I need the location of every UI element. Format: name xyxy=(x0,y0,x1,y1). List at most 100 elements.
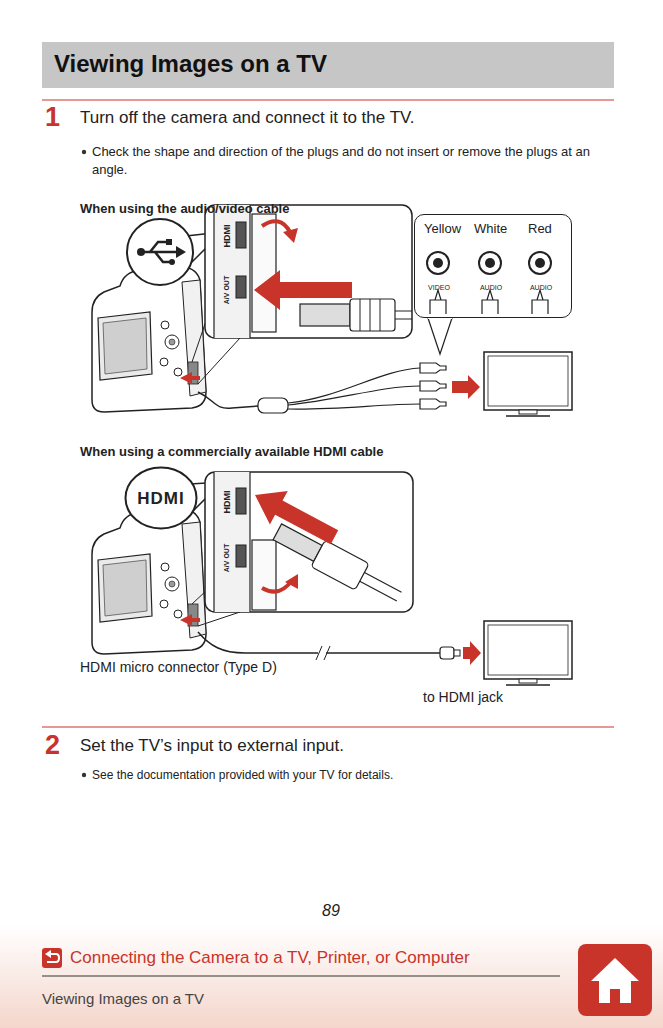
hdmi-cable-illustration xyxy=(92,508,206,654)
port-label: HDMI xyxy=(222,491,233,514)
rca-jack-symbol xyxy=(427,252,551,274)
step-heading: Set the TV’s input to external input. xyxy=(80,736,344,756)
tv-illustration xyxy=(484,352,572,416)
step-rule xyxy=(42,100,614,101)
av-cable-illustration xyxy=(127,219,193,285)
node-text: AUDIO xyxy=(530,284,552,291)
port-label: A/V OUT xyxy=(223,276,231,304)
av-cable-illustration xyxy=(288,368,420,409)
rca-jack-symbol xyxy=(535,258,545,268)
plug-color: Red xyxy=(528,221,552,237)
rca-plug-symbol xyxy=(430,290,446,314)
tv-illustration xyxy=(506,415,550,417)
av-cable-illustration xyxy=(420,399,446,409)
av-cable-illustration xyxy=(395,311,412,319)
port-label: HDMI xyxy=(222,225,233,248)
hdmi-cable-illustration xyxy=(316,646,330,660)
tv-illustration xyxy=(484,621,572,679)
av-cable-illustration xyxy=(176,246,186,258)
av-cable-illustration xyxy=(141,251,176,254)
rca-jack-symbol xyxy=(479,252,501,274)
connector-label: to HDMI jack xyxy=(423,689,503,706)
rca-plug-symbol xyxy=(430,290,548,314)
hdmi-cable-illustration xyxy=(246,478,343,554)
hdmi-cable-illustration xyxy=(198,612,240,626)
home-icon xyxy=(591,958,639,1003)
av-cable-illustration xyxy=(254,270,352,310)
page-footer xyxy=(0,925,663,1028)
tv-illustration xyxy=(506,684,550,686)
tv-illustration xyxy=(488,625,568,675)
hdmi-cable-illustration xyxy=(252,540,276,610)
av-cable-illustration xyxy=(236,276,246,298)
rca-jack-symbol xyxy=(427,252,449,274)
av-cable-illustration xyxy=(236,222,246,248)
tv-illustration xyxy=(484,621,572,685)
title-band xyxy=(42,42,614,88)
plug-color: Yellow xyxy=(424,221,461,237)
hdmi-cable-illustration xyxy=(236,545,246,567)
av-cable-illustration xyxy=(258,398,288,413)
hdmi-cable-illustration xyxy=(285,574,298,589)
step-rule xyxy=(42,727,614,728)
av-cable-illustration xyxy=(288,368,420,403)
av-cable-illustration xyxy=(288,386,420,405)
page-number: 89 xyxy=(322,901,340,920)
node-outline xyxy=(126,468,197,529)
rca-jack-symbol xyxy=(485,258,495,268)
hdmi-cable-illustration xyxy=(214,472,413,612)
connector-inset-box: VIDEOAUDIOAUDIO xyxy=(414,214,572,318)
tv-illustration xyxy=(519,679,537,683)
av-cable-illustration xyxy=(169,259,175,265)
step-heading: Turn off the camera and connect it to th… xyxy=(80,108,415,128)
bullet-dot xyxy=(82,150,86,154)
av-cable-illustration xyxy=(137,248,145,256)
bullet-text: See the documentation provided with your… xyxy=(92,768,393,782)
av-cable-illustration xyxy=(166,239,172,245)
connector-label: HDMI micro connector (Type D) xyxy=(80,659,277,676)
av-cable-illustration xyxy=(150,242,166,252)
av-cable-illustration xyxy=(214,205,412,338)
node-text: HDMI xyxy=(137,490,184,507)
av-cable-illustration xyxy=(428,318,452,354)
av-cable-illustration xyxy=(452,375,480,399)
step-number: 1 xyxy=(45,101,60,133)
av-cable-illustration xyxy=(288,404,420,409)
port-label: A/V OUT xyxy=(223,544,231,572)
av-cable-illustration xyxy=(420,381,446,391)
hdmi-cable-illustration xyxy=(311,540,369,590)
bullet-dot xyxy=(82,773,86,777)
page-footer xyxy=(42,976,560,977)
av-cable-illustration xyxy=(92,200,572,416)
av-cable-illustration xyxy=(252,214,276,332)
rca-jack-symbol xyxy=(433,258,443,268)
av-cable-illustration xyxy=(360,299,380,331)
step-number: 2 xyxy=(45,729,60,761)
hdmi-cable-illustration xyxy=(180,614,200,626)
hdmi-cable-illustration xyxy=(92,466,572,685)
hdmi-cable-illustration xyxy=(463,641,481,665)
av-cable-illustration xyxy=(283,228,298,243)
rca-jack-symbol xyxy=(529,252,551,274)
av-cable-illustration xyxy=(420,363,446,373)
tv-illustration xyxy=(488,356,568,406)
av-cable-illustration xyxy=(380,299,381,331)
page-title: Viewing Images on a TV xyxy=(54,50,327,79)
rca-plug-symbol xyxy=(532,290,548,314)
page-footer xyxy=(45,950,51,958)
home-button xyxy=(578,944,652,1016)
sub-heading: When using a commercially available HDMI… xyxy=(80,444,383,460)
hdmi-cable-illustration xyxy=(454,650,460,656)
hdmi-cable-illustration xyxy=(238,478,413,610)
av-cable-illustration xyxy=(92,266,206,412)
av-cable-illustration xyxy=(198,338,240,384)
av-cable-illustration xyxy=(180,372,200,384)
page-footer xyxy=(0,925,663,1028)
node-text: VIDEO xyxy=(428,284,450,291)
av-cable-illustration xyxy=(155,252,170,262)
section-link: Connecting the Camera to a TV, Printer, … xyxy=(70,948,470,968)
tv-illustration xyxy=(484,352,572,410)
bullet-text: Check the shape and direction of the plu… xyxy=(92,143,617,179)
hdmi-cable-illustration xyxy=(198,632,318,653)
